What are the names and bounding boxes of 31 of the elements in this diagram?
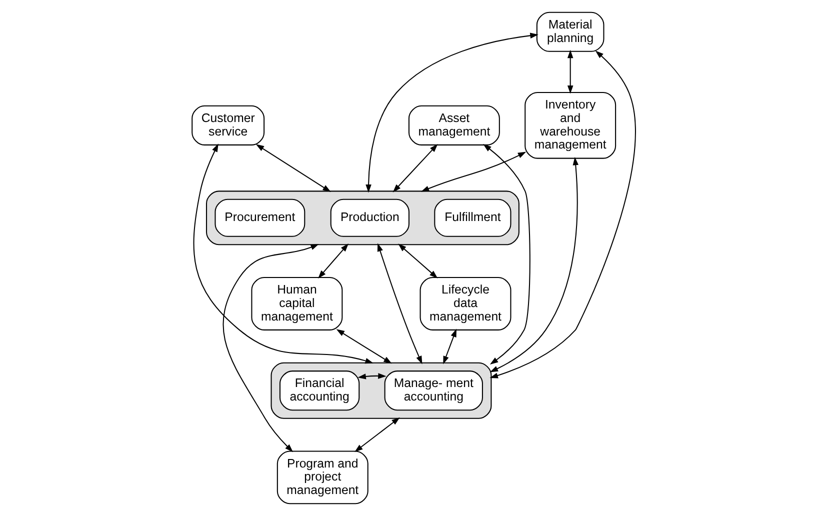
cluster: [270, 362, 492, 419]
node-box: Lifecycle data management: [420, 277, 512, 330]
arrow: [366, 32, 538, 193]
arrow: [443, 328, 456, 364]
arrow: [358, 373, 386, 380]
node-box: Human capital management: [251, 277, 343, 330]
node-box: Procurement: [214, 198, 306, 237]
node-box: Financial accounting: [279, 370, 360, 411]
arrow: [222, 244, 319, 452]
arrow: [193, 144, 374, 364]
arrow: [490, 50, 636, 378]
arrow: [420, 152, 526, 192]
arrow: [318, 243, 349, 279]
node-box: Production: [330, 198, 410, 237]
node-box: Asset management: [408, 105, 500, 146]
arrow: [392, 144, 438, 192]
arrow: [483, 144, 530, 365]
node-box: Manage- ment accounting: [384, 370, 483, 411]
arrow: [336, 329, 392, 364]
node-box: Material planning: [536, 12, 604, 52]
arrow: [567, 50, 574, 94]
cluster: [206, 190, 520, 246]
arrow: [354, 417, 400, 452]
node-box: Inventory and warehouse management: [524, 92, 616, 159]
node-box: Customer service: [192, 105, 265, 146]
arrow: [377, 243, 422, 364]
node-box: Fulfillment: [434, 198, 512, 237]
node-box: Program and project management: [276, 450, 368, 504]
arrow: [256, 144, 331, 192]
arrow: [398, 244, 438, 278]
arrow: [490, 156, 578, 372]
